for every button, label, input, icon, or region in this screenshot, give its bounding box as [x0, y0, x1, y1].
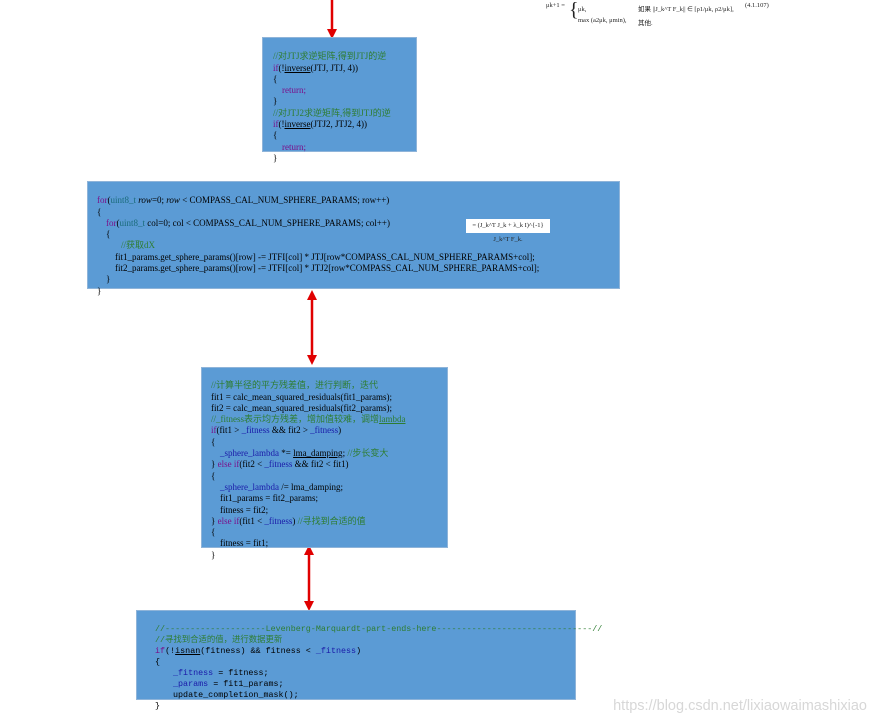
code-line: } — [211, 549, 216, 560]
code-box-inverse: //对JTJ求逆矩阵,得到JTJ的逆 if(!inverse(JTJ, JTJ,… — [262, 37, 417, 163]
code-line: fit2 = calc_mean_squared_residuals(fit2_… — [211, 402, 393, 413]
code-line: if(!inverse(JTJ, JTJ, 4)) — [273, 62, 358, 73]
code-line: } — [106, 274, 111, 285]
watermark-url: https://blog.csdn.net/lixiaowaimashixiao — [613, 698, 867, 714]
code-line: } — [155, 701, 161, 711]
code-line: //对JTJ2求逆矩阵,得到JTJ的逆 — [273, 107, 391, 118]
code-line: { — [106, 229, 111, 240]
formula-brace: { — [569, 0, 579, 21]
code-line: fit1 = calc_mean_squared_residuals(fit1_… — [211, 391, 393, 402]
code-line: //获取dX — [121, 240, 156, 251]
code-line: fit1_params = fit2_params; — [220, 493, 319, 504]
code-line: for(uint8_t col=0; col < COMPASS_CAL_NUM… — [106, 217, 390, 228]
code-line: if(fit1 > _fitness && fit2 > _fitness) — [211, 425, 342, 436]
code-line: { — [273, 130, 278, 141]
code-line: //--------------------Levenberg-Marquard… — [155, 624, 603, 634]
code-line: if(!inverse(JTJ2, JTJ2, 4)) — [273, 119, 367, 130]
code-line: fit2_params.get_sphere_params()[row] -= … — [115, 263, 540, 274]
code-line: } — [273, 96, 278, 107]
code-line: { — [155, 657, 161, 667]
code-line: _fitness = fitness; — [173, 668, 269, 678]
code-line: { — [211, 436, 216, 447]
formula-line2-cond: 其他. — [638, 20, 653, 27]
code-line: //_fitness表示均方残差，增加值较难，调增lambda — [211, 414, 406, 425]
code-line: //对JTJ求逆矩阵,得到JTJ的逆 — [273, 51, 387, 62]
code-line: } — [97, 285, 102, 296]
formula-line2-expr: max (a2μk, μmin), — [578, 17, 627, 24]
code-line: { — [97, 206, 102, 217]
formula-top: μk+1 = { μk, 如果 ||J_k^T F_k|| ∈ [ρ1/μk, … — [546, 0, 776, 28]
code-line: { — [211, 470, 216, 481]
code-line: return; — [282, 141, 306, 152]
code-line: if(!isnan(fitness) && fitness < _fitness… — [155, 646, 362, 656]
code-line: return; — [282, 85, 306, 96]
code-line: } — [273, 152, 278, 163]
formula-eq-number: (4.1.107) — [745, 2, 769, 9]
code-line: fit1_params.get_sphere_params()[row] -= … — [115, 251, 535, 262]
formula-mid-text: = (J_k^T J_k + λ_k I)^{-1} J_k^T F_k. — [472, 222, 544, 243]
code-line: for(uint8_t row=0; row < COMPASS_CAL_NUM… — [97, 195, 390, 206]
code-box-data-update: //--------------------Levenberg-Marquard… — [136, 610, 602, 711]
code-line: update_completion_mask(); — [173, 690, 299, 700]
code-box-update-params: for(uint8_t row=0; row < COMPASS_CAL_NUM… — [87, 181, 620, 296]
code-line: } else if(fit2 < _fitness && fit2 < fit1… — [211, 459, 349, 470]
code-line: //计算半径的平方残差值，进行判断，迭代 — [211, 380, 379, 391]
code-line: } else if(fit1 < _fitness) //寻找到合适的值 — [211, 515, 366, 526]
code-box-fitness-check: //计算半径的平方残差值，进行判断，迭代 fit1 = calc_mean_sq… — [201, 367, 448, 560]
code-line: { — [211, 527, 216, 538]
code-line: fitness = fit1; — [220, 538, 269, 549]
formula-line1-expr: μk, — [578, 6, 587, 13]
code-line: { — [273, 73, 278, 84]
formula-line1-cond: 如果 ||J_k^T F_k|| ∈ [ρ1/μk, ρ2/μk], — [638, 6, 734, 13]
formula-mid: = (J_k^T J_k + λ_k I)^{-1} J_k^T F_k. — [466, 219, 550, 243]
code-line: _sphere_lambda /= lma_damping; — [220, 481, 344, 492]
formula-lhs: μk+1 = — [546, 2, 565, 9]
code-line: _params = fit1_params; — [173, 679, 284, 689]
code-line: _sphere_lambda *= lma_damping; //步长变大 — [220, 448, 389, 459]
code-line: fitness = fit2; — [220, 504, 269, 515]
code-line: //寻找到合适的值，进行数据更新 — [155, 635, 283, 645]
